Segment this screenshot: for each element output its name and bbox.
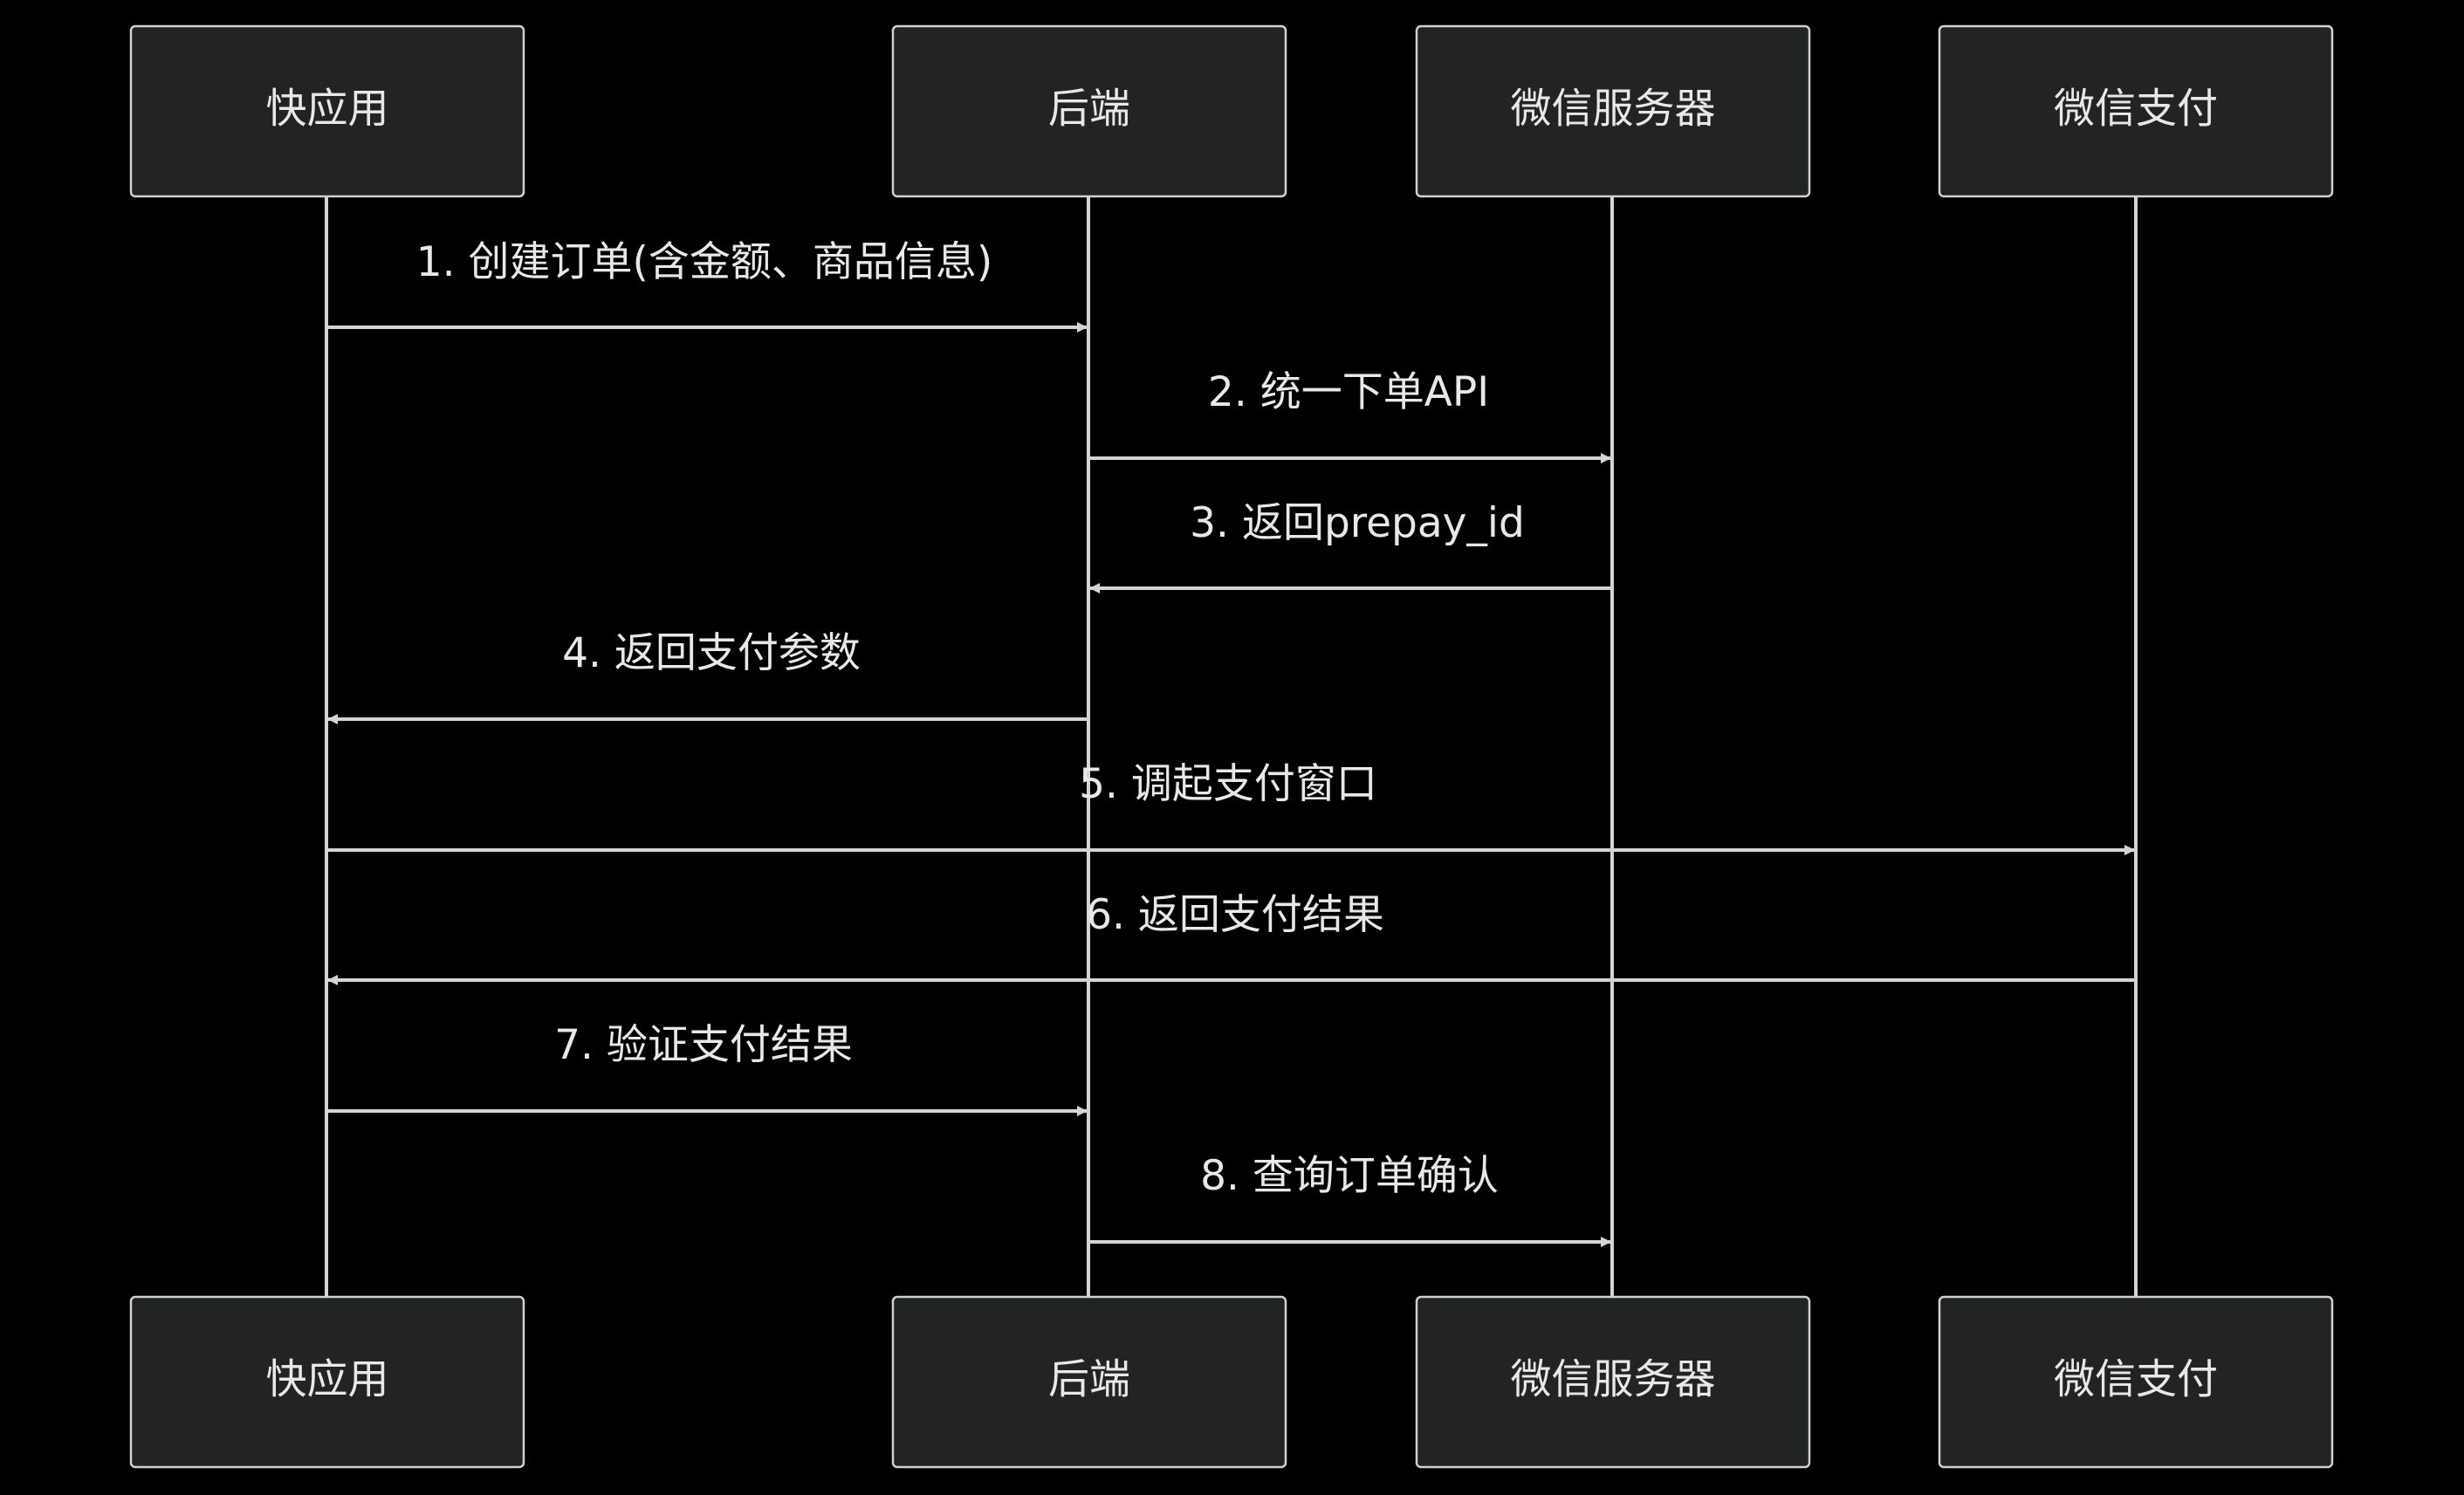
messages: 1. 创建订单(含金额、商品信息) 2. 统一下单API 3. 返回prepay…	[326, 238, 2136, 1247]
actor-backend-top[interactable]: 后端	[891, 24, 1287, 198]
message-6[interactable]: 6. 返回支付结果	[327, 891, 2136, 985]
actor-box	[1938, 1295, 2334, 1469]
top-actors: 快应用 后端 微信服务器 微信支付	[129, 24, 2334, 198]
message-3[interactable]: 3. 返回prepay_id	[1089, 499, 1612, 593]
message-2[interactable]: 2. 统一下单API	[1088, 368, 1611, 463]
message-label: 1. 创建订单(含金额、商品信息)	[416, 238, 992, 286]
message-label: 2. 统一下单API	[1208, 368, 1489, 416]
actor-box	[129, 24, 525, 198]
message-label: 4. 返回支付参数	[562, 629, 861, 677]
actor-quickapp-bottom[interactable]: 快应用	[129, 1295, 525, 1469]
actor-wechat-pay-bottom[interactable]: 微信支付	[1938, 1295, 2334, 1469]
actor-box	[129, 1295, 525, 1469]
actor-wechat-server-bottom[interactable]: 微信服务器	[1415, 1295, 1811, 1469]
message-label: 3. 返回prepay_id	[1190, 499, 1525, 547]
actor-label: 微信服务器	[1511, 1356, 1716, 1404]
actor-wechat-server-top[interactable]: 微信服务器	[1415, 24, 1811, 198]
actor-label: 微信服务器	[1511, 86, 1716, 134]
actor-quickapp-top[interactable]: 快应用	[129, 24, 525, 198]
actor-wechat-pay-top[interactable]: 微信支付	[1938, 24, 2334, 198]
actor-label: 快应用	[266, 86, 389, 134]
message-label: 6. 返回支付结果	[1086, 891, 1384, 939]
actor-box	[1938, 24, 2334, 198]
actor-backend-bottom[interactable]: 后端	[891, 1295, 1287, 1469]
actor-label: 微信支付	[2054, 86, 2218, 134]
actor-box	[1415, 24, 1811, 198]
actor-label: 微信支付	[2054, 1356, 2218, 1404]
actor-box	[1415, 1295, 1811, 1469]
actor-label: 快应用	[266, 1356, 389, 1404]
bottom-actors: 快应用 后端 微信服务器 微信支付	[129, 1295, 2334, 1469]
message-5[interactable]: 5. 调起支付窗口	[326, 760, 2135, 855]
message-label: 5. 调起支付窗口	[1079, 760, 1377, 808]
message-label: 8. 查询订单确认	[1200, 1152, 1499, 1200]
actor-label: 后端	[1048, 1356, 1130, 1404]
actor-box	[891, 24, 1287, 198]
message-label: 7. 验证支付结果	[554, 1021, 853, 1069]
message-7[interactable]: 7. 验证支付结果	[326, 1021, 1088, 1116]
message-4[interactable]: 4. 返回支付参数	[327, 629, 1088, 724]
message-1[interactable]: 1. 创建订单(含金额、商品信息)	[326, 238, 1088, 333]
message-8[interactable]: 8. 查询订单确认	[1088, 1152, 1611, 1247]
actor-box	[891, 1295, 1287, 1469]
actor-label: 后端	[1048, 86, 1130, 134]
lifelines	[325, 196, 2138, 1297]
